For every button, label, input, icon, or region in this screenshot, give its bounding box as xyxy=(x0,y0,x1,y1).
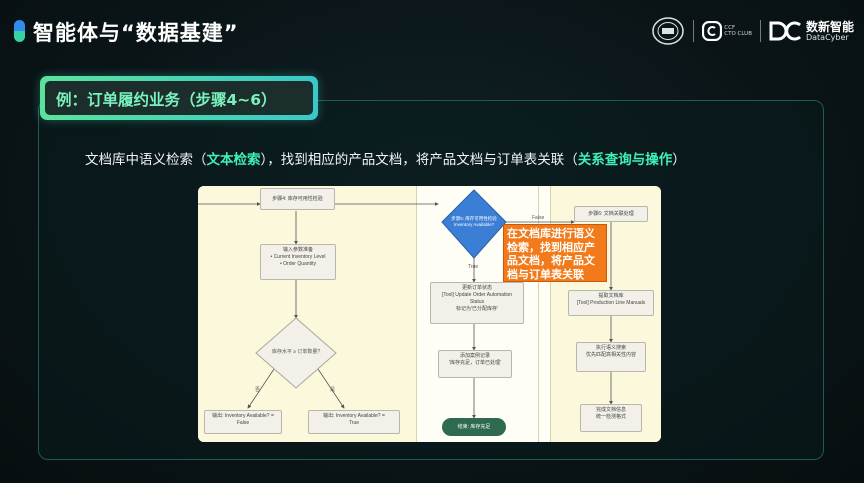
edge-label-yes: 是 xyxy=(330,387,336,393)
lane-divider xyxy=(538,186,539,442)
section-description: 文档库中语义检索（文本检索），找到相应的产品文档，将产品文档与订单表关联（关系查… xyxy=(85,148,686,168)
decision-node-inventory xyxy=(255,317,337,389)
datacyber-cn: 数新智能 xyxy=(805,19,854,34)
node-out-true: 输出: Inventory Available? = True xyxy=(308,410,400,434)
lane-divider xyxy=(550,186,551,442)
edge-label-false: False xyxy=(532,215,545,221)
decision-label-1: 库存水平 ≥ 订单数量? xyxy=(271,349,321,355)
node-end: 结束: 库存充足 xyxy=(442,418,506,436)
desc-text-3: ） xyxy=(672,152,686,168)
node-step4: 步骤4: 库存可用性检验 xyxy=(260,188,335,210)
decision-label-step5: 步骤5: 库存可用性检验 Inventory Available? xyxy=(451,216,497,227)
desc-highlight-text-search: 文本检索 xyxy=(206,152,261,168)
node-fetch-docs: 提取文档库 [Tool] Production Line Manuals xyxy=(568,290,654,316)
brand-dot-icon xyxy=(14,20,25,42)
section-tag xyxy=(45,81,313,115)
lane-divider xyxy=(416,186,417,442)
node-done: 完成文档信息 统一检测格式 xyxy=(580,404,642,432)
node-prep: 输入参数准备 • Current Inventory Level • Order… xyxy=(260,244,336,280)
callout-annotation: 在文档库进行语义检索，找到相应产品文档，将产品文档与订单表关联 xyxy=(503,224,607,282)
cto-club-logo: CCF CTO CLUB xyxy=(702,21,752,41)
node-record: 添加案例记录 '库存充足，订单已处理' xyxy=(438,350,512,378)
datacyber-en: DataCyber xyxy=(805,32,849,42)
flowchart-image: 步骤4: 库存可用性检验 输入参数准备 • Current Inventory … xyxy=(198,186,661,442)
logo-separator xyxy=(759,20,761,42)
section-tag-label: 例：订单履约业务（步骤4~6） xyxy=(56,91,277,109)
header-logos: CCF CTO CLUB 数新智能 DataCyber xyxy=(651,16,854,46)
edge-label-true: True xyxy=(468,264,479,270)
node-out-false: 输出: Inventory Available? = False xyxy=(204,410,282,434)
node-semantic-search: 执行语义搜索 优先匹配高相关性内容 xyxy=(576,342,646,372)
desc-text-1: 文档库中语义检索（ xyxy=(85,152,207,168)
logo-separator xyxy=(693,20,695,42)
association-seal-icon xyxy=(652,17,685,45)
datacyber-logo: 数新智能 DataCyber xyxy=(769,20,854,42)
page-title: 智能体与“数据基建” xyxy=(33,21,239,45)
cto-line1: CCF xyxy=(724,25,736,31)
node-update-status: 更新订单状态 [Tool] Update Order Automation St… xyxy=(430,282,524,324)
desc-text-2: ），找到相应的产品文档，将产品文档与订单表关联（ xyxy=(260,152,578,168)
datacyber-icon xyxy=(769,21,801,41)
decision-node-step5 xyxy=(441,189,507,259)
swimlane-1 xyxy=(198,186,416,442)
edge-label-no: 否 xyxy=(255,387,261,393)
desc-highlight-relational: 关系查询与操作 xyxy=(577,152,673,168)
cto-club-icon xyxy=(702,21,723,41)
cto-line2: CTO CLUB xyxy=(724,31,752,37)
node-step6: 步骤6: 文档关联处理 xyxy=(574,206,648,222)
flow-connectors xyxy=(198,189,613,419)
